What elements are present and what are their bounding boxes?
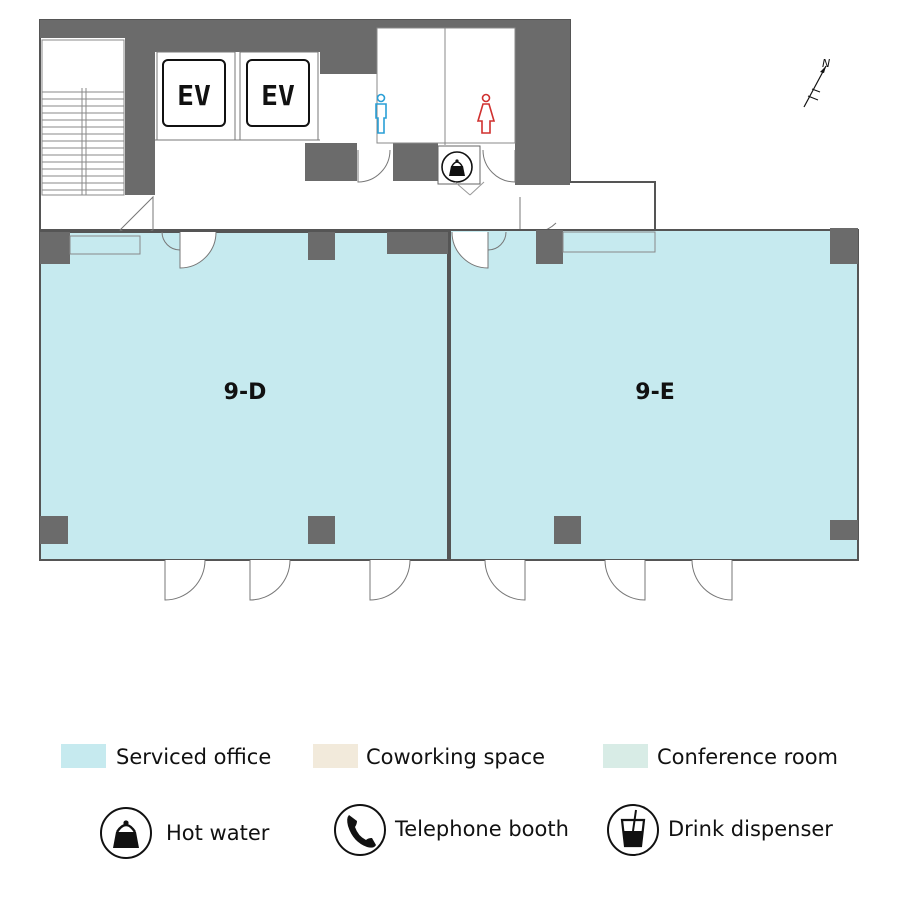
pillar: [40, 516, 68, 544]
core-wall-stair: [125, 38, 155, 195]
exterior-door[interactable]: [484, 559, 526, 601]
legend-label: Drink dispenser: [668, 817, 833, 841]
core-pillar-1: [305, 143, 357, 181]
core-wall-ev-right: [320, 52, 377, 74]
staircase: [41, 39, 125, 196]
compass-needle: [803, 65, 827, 108]
legend-label: Hot water: [166, 821, 270, 845]
legend-item-conference-room: Conference room: [603, 744, 838, 769]
legend-label: Conference room: [657, 745, 838, 769]
male-restroom: [375, 27, 446, 144]
legend-swatch: [313, 744, 358, 768]
room-9-e-door[interactable]: [451, 231, 489, 269]
female-restroom: [444, 27, 516, 144]
core-pillar-2: [393, 143, 438, 181]
male-restroom-icon: [375, 93, 387, 134]
pillar: [387, 232, 448, 254]
north-compass: N: [803, 57, 830, 108]
room-label-9-d: 9-D: [224, 380, 267, 405]
elevator-2: EV: [239, 51, 319, 141]
pillar: [40, 232, 70, 264]
room-label-9-e: 9-E: [635, 380, 674, 405]
room-9-d-door[interactable]: [179, 231, 217, 269]
pillar: [554, 516, 581, 544]
legend-label: Coworking space: [366, 745, 545, 769]
pillar: [536, 230, 563, 264]
drink-dispenser-icon: [607, 804, 659, 856]
exterior-door[interactable]: [604, 559, 646, 601]
legend-item-coworking-space: Coworking space: [313, 744, 545, 769]
plan-hot-water-icon: [437, 145, 481, 185]
shelf: [562, 231, 656, 253]
room-9-e[interactable]: 9-E: [449, 228, 859, 561]
legend-item-drink-dispenser: Drink dispenser: [607, 804, 833, 856]
pillar: [830, 520, 858, 540]
room-9-d[interactable]: 9-D: [39, 231, 449, 561]
corridor-door-center[interactable]: [454, 181, 485, 196]
legend-item-serviced-office: Serviced office: [61, 744, 271, 769]
pillar: [830, 228, 858, 264]
elevator-1-label: EV: [177, 79, 211, 112]
exterior-door[interactable]: [369, 559, 411, 601]
shelf: [69, 235, 141, 255]
building-core: EV EV: [39, 19, 656, 235]
pillar: [308, 516, 335, 544]
exterior-door[interactable]: [164, 559, 206, 601]
telephone-icon: [334, 804, 386, 856]
exterior-door[interactable]: [691, 559, 733, 601]
female-restroom-icon: [476, 93, 496, 134]
exterior-door[interactable]: [249, 559, 291, 601]
legend-label: Serviced office: [116, 745, 271, 769]
legend-swatch: [603, 744, 648, 768]
legend-item-telephone-booth: Telephone booth: [334, 804, 569, 856]
elevator-1: EV: [156, 51, 236, 141]
legend-label: Telephone booth: [394, 817, 569, 841]
restroom-door-female[interactable]: [482, 149, 516, 183]
elevator-2-label: EV: [261, 79, 295, 112]
legend: Serviced office Coworking space Conferen…: [61, 744, 838, 859]
legend-swatch: [61, 744, 106, 768]
pillar: [308, 232, 335, 260]
core-wall-right: [515, 38, 570, 185]
restroom-door-male[interactable]: [357, 149, 391, 183]
legend-item-hot-water: Hot water: [100, 807, 270, 859]
exterior-doors: [164, 559, 733, 601]
hot-water-icon: [100, 807, 152, 859]
compass-label: N: [822, 57, 830, 70]
core-wall-ev-top: [155, 38, 377, 52]
